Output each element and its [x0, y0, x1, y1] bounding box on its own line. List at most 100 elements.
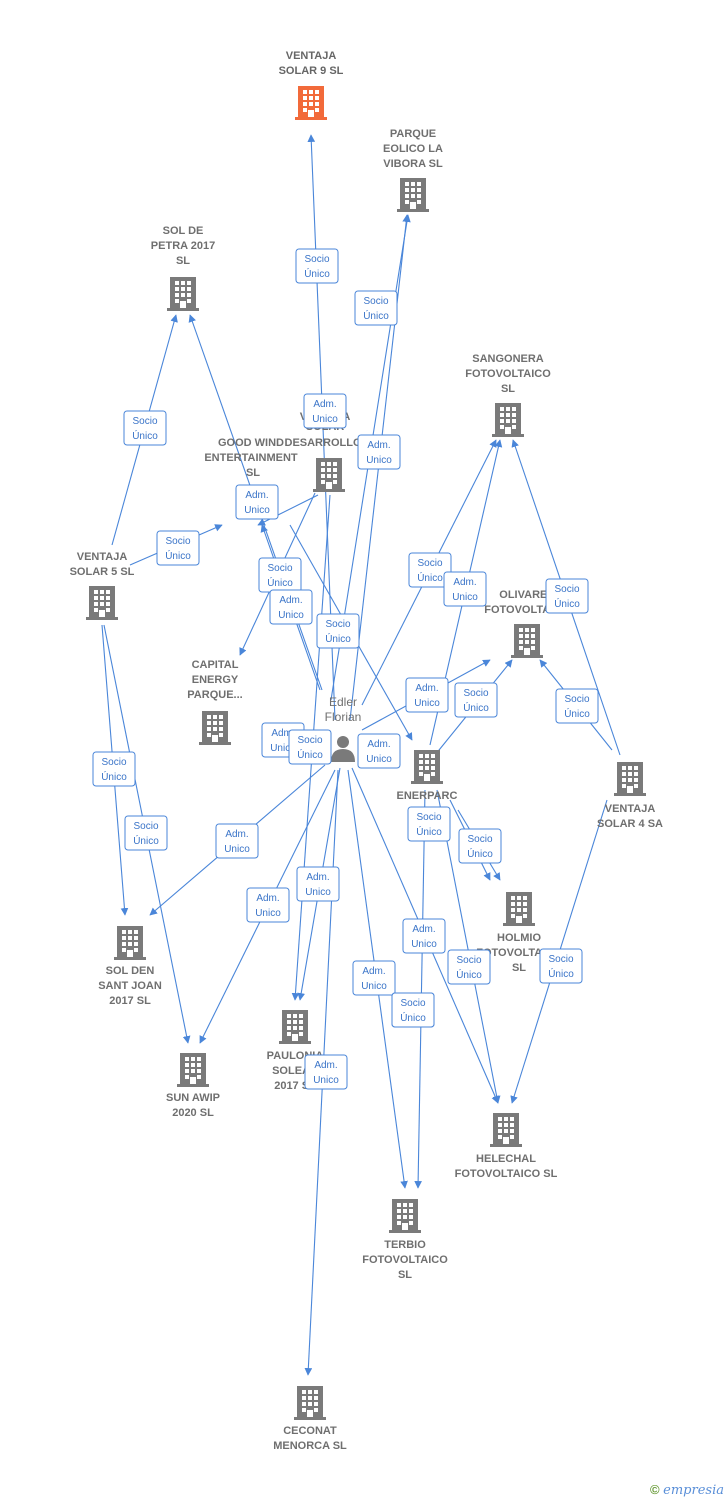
- relation-tag-box: [407, 806, 451, 842]
- relation-tag-text: Socio: [400, 998, 425, 1009]
- relation-tag-text: Adm.: [306, 872, 329, 883]
- relation-tag-text: Socio: [165, 536, 190, 547]
- relation-tag[interactable]: Adm.Unico: [235, 484, 279, 520]
- relation-tag[interactable]: Adm.Unico: [304, 1054, 348, 1090]
- relation-tag-text: Único: [133, 834, 159, 847]
- relation-tag-text: Socio: [548, 954, 573, 965]
- company-label: CAPITAL: [192, 659, 239, 671]
- relation-tag-text: Adm.: [225, 829, 248, 840]
- relation-tag[interactable]: Adm.Unico: [296, 866, 340, 902]
- relation-tag-text: Único: [548, 967, 574, 980]
- relation-tag-text: Socio: [467, 834, 492, 845]
- company-label: VIBORA SL: [383, 158, 443, 170]
- company-node-v9[interactable]: VENTAJA SOLAR 9 SL: [279, 50, 344, 120]
- relation-tag-box: [357, 733, 401, 769]
- relation-tag[interactable]: Adm.Unico: [352, 960, 396, 996]
- relation-tag-layer: SocioÚnicoSocioÚnicoSocioÚnicoAdm.UnicoA…: [92, 248, 599, 1090]
- relation-tag-text: Unico: [270, 743, 296, 754]
- relation-tag-box: [124, 815, 168, 851]
- relation-tag-text: Unico: [312, 414, 338, 425]
- company-label: SANT JOAN: [98, 980, 162, 992]
- company-label: VENTAJA: [286, 50, 337, 62]
- relation-tag-box: [92, 751, 136, 787]
- company-label: VENTAJA: [605, 803, 656, 815]
- relation-tag-text: Socio: [325, 619, 350, 630]
- relation-tag-box: [215, 823, 259, 859]
- relation-tag-text: Socio: [363, 296, 388, 307]
- relation-tag[interactable]: Adm.Unico: [269, 589, 313, 625]
- relation-tag[interactable]: Adm. Unico: [405, 677, 449, 713]
- relation-tag[interactable]: Adm.Unico: [303, 393, 347, 429]
- relation-tag-text: Único: [297, 748, 323, 761]
- relation-tag-text: Único: [467, 847, 493, 860]
- relation-tag-box: [405, 677, 449, 713]
- building-icon: [177, 1053, 209, 1087]
- relation-tag-text: Socio: [463, 688, 488, 699]
- person-icon-body: [331, 749, 355, 762]
- relation-tag[interactable]: Adm.Unico: [215, 823, 259, 859]
- building-icon: [199, 711, 231, 745]
- relation-tag[interactable]: Adm.Unico: [246, 887, 290, 923]
- relation-tag[interactable]: Adm.Unico: [443, 571, 487, 607]
- relation-tag-text: Socio: [554, 584, 579, 595]
- building-icon: [86, 586, 118, 620]
- relation-edge: [414, 789, 426, 1189]
- company-label: 2020 SL: [172, 1107, 214, 1119]
- relation-tag-text: Socio: [297, 735, 322, 746]
- company-label: SOLAR 9 SL: [279, 65, 344, 77]
- company-label: FOTOVOLTAICO SL: [455, 1168, 558, 1180]
- building-icon: [511, 624, 543, 658]
- company-node-cap[interactable]: CAPITALENERGYPARQUE...: [187, 659, 243, 745]
- company-label: ENTERTAINMENT: [204, 452, 298, 464]
- relation-tag[interactable]: Adm.Unico: [357, 733, 401, 769]
- relation-tag-box: [454, 682, 498, 718]
- relation-tag-text: Unico: [414, 698, 440, 709]
- relation-tag-box: [352, 960, 396, 996]
- footer-brand[interactable]: © empresia: [650, 1482, 724, 1498]
- relation-tag[interactable]: Adm.Unico: [402, 918, 446, 954]
- building-icon: [279, 1010, 311, 1044]
- company-label: FOTOVOLTAICO: [465, 368, 551, 380]
- relation-tag-text: Socio: [132, 416, 157, 427]
- relation-tag-text: Adm.: [415, 683, 438, 694]
- relation-tag-text: Único: [463, 701, 489, 714]
- relation-tag-text: Único: [304, 267, 330, 280]
- relation-tag-text: Adm.: [314, 1060, 337, 1071]
- relation-tag[interactable]: Adm.Unico: [357, 434, 401, 470]
- relation-tag-box: [316, 613, 360, 649]
- relation-tag-text: Único: [456, 968, 482, 981]
- relation-tag-text: Socio: [417, 558, 442, 569]
- relation-tag-text: Único: [417, 571, 443, 584]
- building-icon: [490, 1113, 522, 1147]
